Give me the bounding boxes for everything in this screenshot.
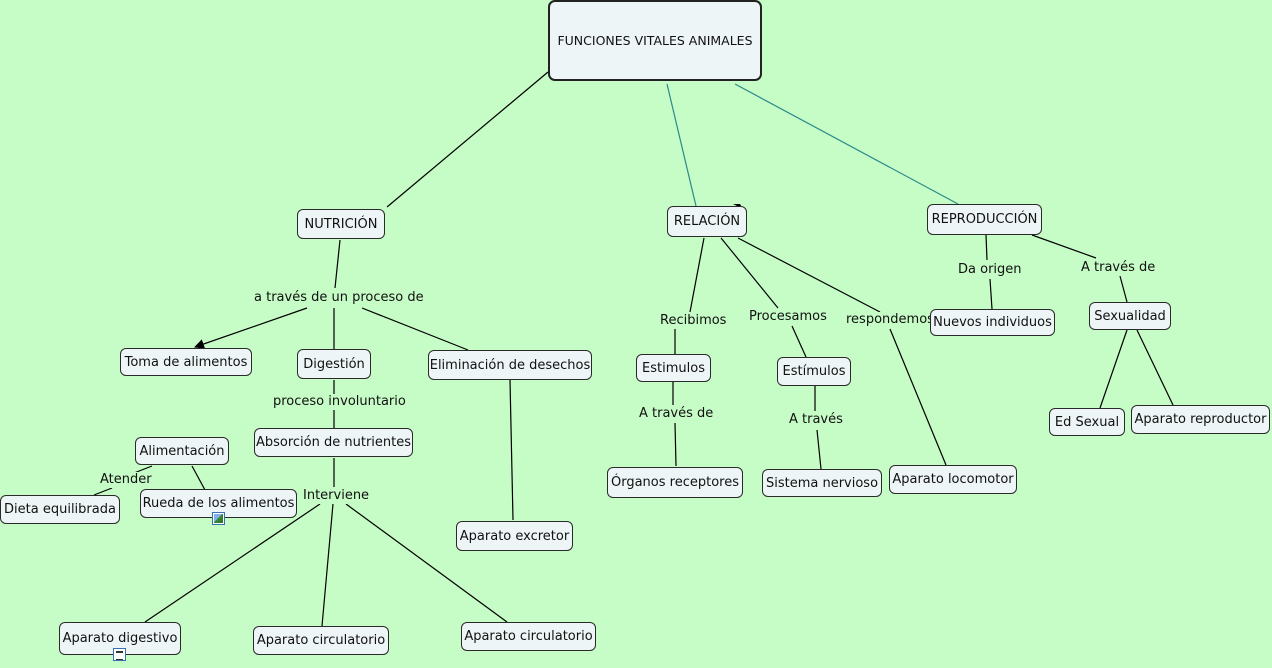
link-root-reproduccion: [734, 83, 959, 205]
phrase-atender: Atender: [99, 472, 153, 488]
link-atraves-sistema: [816, 429, 822, 470]
node-ed-sexual[interactable]: Ed Sexual: [1049, 408, 1125, 436]
link-daorigen-nuevos: [989, 278, 993, 310]
link-reproduccion-atraves: [1031, 234, 1097, 259]
link-sexualidad-reproductor: [1136, 329, 1174, 406]
image-resource-icon[interactable]: [212, 512, 225, 525]
node-aparato-circulatorio-1[interactable]: Aparato circulatorio: [253, 626, 389, 655]
node-relacion[interactable]: RELACIÓN: [667, 206, 747, 237]
link-relacion-respondemos: [737, 237, 881, 313]
link-sexualidad-edsexual: [1099, 329, 1128, 409]
link-alimentacion-rueda: [191, 465, 206, 491]
phrase-procesamos: Procesamos: [748, 309, 828, 325]
node-sexualidad[interactable]: Sexualidad: [1089, 302, 1171, 330]
phrase-a-traves-de-1: A través de: [638, 406, 715, 422]
phrase-involuntario: proceso involuntario: [272, 394, 407, 410]
phrase-a-traves-de-2: A través de: [1080, 260, 1157, 276]
link-respondemos-locomotor: [889, 328, 947, 466]
phrase-a-traves: A través: [788, 412, 844, 428]
link-atender-dieta: [93, 487, 113, 496]
node-alimentacion[interactable]: Alimentación: [135, 437, 229, 465]
document-resource-icon[interactable]: [113, 648, 126, 661]
node-sistema-nervioso[interactable]: Sistema nervioso: [762, 469, 882, 497]
node-estimulos-1[interactable]: Estimulos: [636, 354, 711, 382]
phrase-proceso: a través de un proceso de: [253, 290, 425, 306]
link-interviene-circ1: [321, 503, 334, 627]
node-reproduccion[interactable]: REPRODUCCIÓN: [927, 204, 1042, 235]
node-organos[interactable]: Órganos receptores: [607, 467, 743, 498]
link-atraves-sexualidad: [1119, 275, 1128, 303]
node-absorcion[interactable]: Absorción de nutrientes: [254, 428, 413, 457]
link-nutricion-proceso: [334, 239, 341, 289]
node-aparato-circulatorio-2[interactable]: Aparato circulatorio: [461, 622, 596, 651]
phrase-interviene: Interviene: [302, 488, 371, 504]
link-atraves-organos: [674, 422, 677, 467]
link-interviene-digestivo: [144, 503, 321, 623]
node-aparato-reproductor[interactable]: Aparato reproductor: [1131, 405, 1270, 434]
link-interviene-circ2: [345, 503, 508, 623]
phrase-da-origen: Da origen: [957, 262, 1023, 278]
node-toma[interactable]: Toma de alimentos: [120, 348, 252, 376]
node-estimulos-2[interactable]: Estímulos: [777, 357, 851, 386]
node-digestion[interactable]: Digestión: [297, 349, 371, 379]
link-relacion-procesamos: [720, 237, 779, 309]
phrase-respondemos: respondemos: [845, 312, 935, 328]
phrase-recibimos: Recibimos: [659, 313, 728, 329]
node-aparato-digestivo[interactable]: Aparato digestivo: [59, 622, 181, 655]
link-reproduccion-daorigen: [985, 234, 988, 261]
link-root-nutricion: [386, 71, 549, 208]
link-proceso-toma: [194, 307, 308, 349]
node-eliminacion[interactable]: Eliminación de desechos: [428, 350, 592, 380]
node-nuevos-individuos[interactable]: Nuevos individuos: [930, 309, 1055, 336]
link-eliminacion-excretor: [509, 379, 514, 521]
link-alimentacion-atender: [133, 465, 153, 474]
link-relacion-recibimos: [689, 237, 705, 313]
node-dieta[interactable]: Dieta equilibrada: [0, 495, 120, 524]
node-nutricion[interactable]: NUTRICIÓN: [297, 209, 385, 239]
node-aparato-locomotor[interactable]: Aparato locomotor: [889, 465, 1017, 494]
link-root-relacion: [666, 83, 697, 207]
link-procesamos-estimulos2: [791, 325, 807, 358]
link-proceso-eliminacion: [361, 307, 469, 351]
root-topic[interactable]: FUNCIONES VITALES ANIMALES: [548, 0, 762, 81]
node-aparato-excretor[interactable]: Aparato excretor: [456, 521, 573, 551]
